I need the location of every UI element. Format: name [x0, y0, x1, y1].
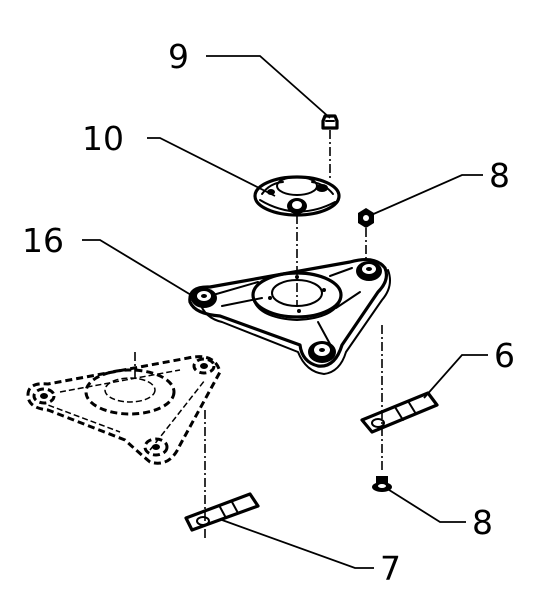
bolt-8-bottom: [372, 476, 392, 492]
leader-7: [221, 519, 374, 569]
leader-16: [82, 239, 197, 299]
callout-9: 9: [168, 37, 189, 76]
leader-10: [147, 137, 276, 197]
callout-6: 6: [494, 336, 515, 375]
callout-16: 16: [22, 221, 64, 260]
leader-8-bottom: [385, 487, 466, 523]
callout-8-top: 8: [489, 156, 510, 195]
callout-8-bottom: 8: [472, 503, 493, 542]
cover-cap-10: [253, 175, 341, 217]
blade-plate-16: [188, 257, 391, 375]
blade-6: [360, 391, 439, 434]
ghost-plate-outline: [26, 355, 222, 465]
callout-7: 7: [380, 549, 401, 588]
blade-7: [184, 492, 260, 532]
bolt-9: [321, 114, 339, 130]
callout-10: 10: [82, 119, 124, 158]
leader-9: [206, 55, 331, 119]
leader-6: [423, 354, 488, 399]
nut-8-top: [358, 208, 374, 228]
leader-8-top: [368, 174, 483, 217]
